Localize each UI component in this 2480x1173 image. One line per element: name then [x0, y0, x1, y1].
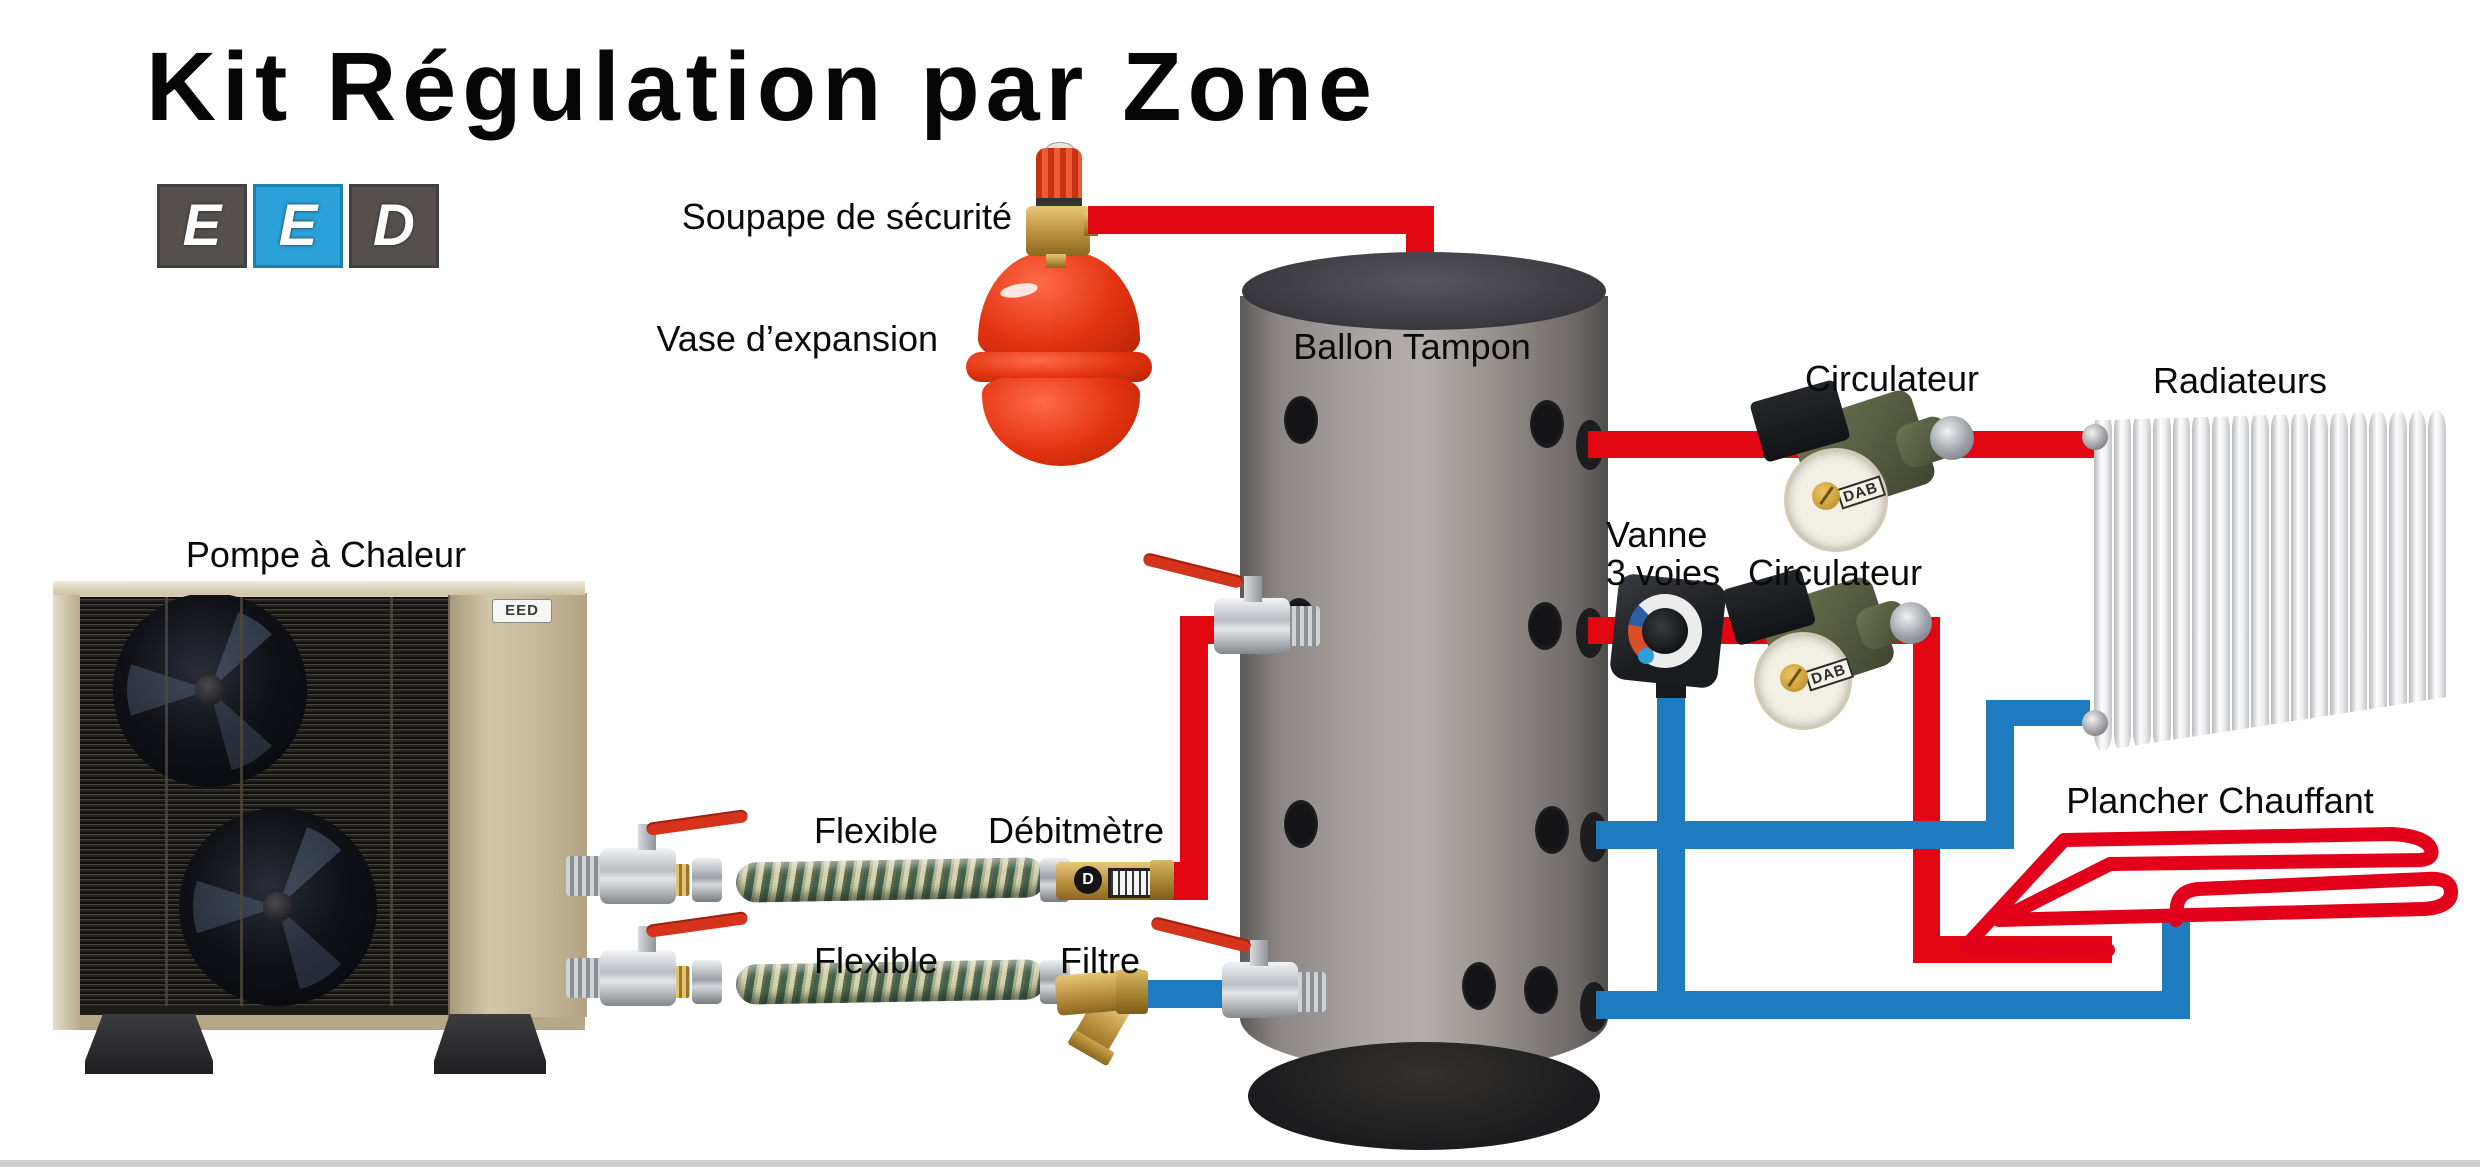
- valve-handle: [645, 808, 749, 837]
- grille-rail: [240, 597, 243, 1013]
- flow-meter-sight-glass: [1108, 868, 1156, 898]
- tank-port-hole: [1528, 602, 1562, 650]
- expansion-vessel-bottom: [982, 378, 1140, 466]
- tank-port-hole: [1462, 962, 1496, 1010]
- safety-valve-ring: [1036, 198, 1082, 206]
- heat-pump-brand-badge: EED: [492, 599, 552, 623]
- heat-pump-foot: [85, 1014, 213, 1074]
- valve-handle: [1141, 551, 1245, 590]
- heat-pump-left-edge: [53, 581, 80, 1030]
- filter-nut: [1116, 970, 1148, 1014]
- valve-handle: [1149, 915, 1253, 954]
- pump-speed-knob: [1780, 664, 1808, 692]
- grille-rail: [390, 597, 393, 1013]
- cold-pipe-floor-return-to-tank: [1596, 991, 2190, 1019]
- label-filter: Filtre: [1060, 940, 1140, 981]
- ball-valve-supply: [600, 848, 676, 904]
- label-circulator-1: Circulateur: [1804, 358, 1980, 399]
- label-heat-pump: Pompe à Chaleur: [185, 534, 467, 575]
- label-radiators: Radiateurs: [2152, 360, 2328, 401]
- label-valve-line2: 3 voies: [1606, 552, 1721, 593]
- tank-port-hole: [1284, 800, 1318, 848]
- fan-icon: [179, 808, 377, 1006]
- label-flexible-2: Flexible: [813, 940, 939, 981]
- valve-stem: [1244, 576, 1262, 602]
- hot-pipe-safety-to-tank: [1088, 206, 1434, 234]
- three-way-valve-screw: [1638, 648, 1654, 664]
- page-title: Kit Régulation par Zone: [146, 32, 1378, 141]
- tank-port-hole: [1530, 400, 1564, 448]
- tank-port-hole: [1284, 396, 1318, 444]
- heat-pump-unit: EED: [53, 581, 587, 1030]
- hose-collar: [692, 960, 722, 1004]
- circulator-pump-floor: DAB: [1721, 567, 1932, 738]
- valve-thread: [566, 856, 602, 896]
- safety-valve-body: [1026, 206, 1090, 256]
- logo-letter-e1: E: [157, 184, 247, 268]
- tank-port-hole: [1524, 966, 1558, 1014]
- safety-valve-tail: [1046, 254, 1066, 268]
- pump-outlet-flange: [1930, 416, 1974, 460]
- buffer-tank-top-cap: [1242, 252, 1606, 330]
- tank-port-hole: [1535, 806, 1569, 854]
- hot-pipe-pac-elbow: [1172, 862, 1208, 900]
- hot-pipe-floor-drop: [1913, 617, 1940, 963]
- fan-icon: [113, 593, 307, 787]
- pump-speed-knob: [1812, 482, 1840, 510]
- label-buffer-tank: Ballon Tampon: [1293, 326, 1531, 367]
- three-way-valve-dial: [1628, 594, 1702, 668]
- valve-thread: [566, 958, 602, 998]
- pump-outlet-flange: [1890, 602, 1932, 644]
- ball-valve-return: [600, 950, 676, 1006]
- grille-rail: [165, 597, 168, 1013]
- circulator-pump-radiators: DAB: [1748, 379, 1978, 565]
- label-expansion-vessel: Vase d’expansion: [656, 318, 938, 359]
- buffer-tank-base: [1248, 1042, 1600, 1150]
- eed-logo: E E D: [157, 184, 439, 268]
- heat-pump-side-panel: [448, 593, 587, 1017]
- heat-pump-foot: [434, 1014, 546, 1074]
- valve-handle: [645, 910, 749, 939]
- hot-pipe-pac-riser: [1180, 642, 1208, 890]
- safety-valve-cap: [1036, 148, 1082, 202]
- radiator-return-fitting: [2082, 710, 2108, 736]
- flow-meter-nut: [1150, 860, 1174, 900]
- label-flexible-1: Flexible: [813, 810, 939, 851]
- label-safety-valve: Soupape de sécurité: [681, 196, 1012, 237]
- heat-pump-bottom-strip: [80, 1006, 448, 1015]
- ball-valve-tank-supply: [1214, 598, 1290, 654]
- logo-letter-e2: E: [253, 184, 343, 268]
- label-floor-heating: Plancher Chauffant: [2066, 780, 2374, 821]
- label-valve-line1: Vanne: [1606, 514, 1708, 555]
- cold-pipe-valve-drop: [1657, 688, 1685, 1019]
- valve-thread: [1284, 606, 1320, 646]
- hot-pipe-floor-supply: [1913, 936, 2112, 963]
- valve-stem: [1250, 940, 1268, 966]
- heat-pump-top-edge: [53, 581, 585, 595]
- flow-meter-dial: D: [1074, 866, 1102, 894]
- label-circulator-2: Circulateur: [1748, 552, 1923, 593]
- label-flow-meter: Débitmètre: [987, 810, 1165, 851]
- expansion-vessel-flange: [966, 352, 1152, 382]
- radiators-image: [2094, 410, 2446, 752]
- expansion-vessel-dome: [978, 252, 1140, 364]
- ball-valve-tank-return: [1222, 962, 1298, 1018]
- floor-line: [0, 1160, 2480, 1167]
- cold-pipe-filter-to-tank: [1140, 980, 1236, 1008]
- logo-letter-d: D: [349, 184, 439, 268]
- hose-collar: [692, 858, 722, 902]
- flexible-hose-supply: [735, 857, 1047, 903]
- radiator-supply-fitting: [2082, 424, 2108, 450]
